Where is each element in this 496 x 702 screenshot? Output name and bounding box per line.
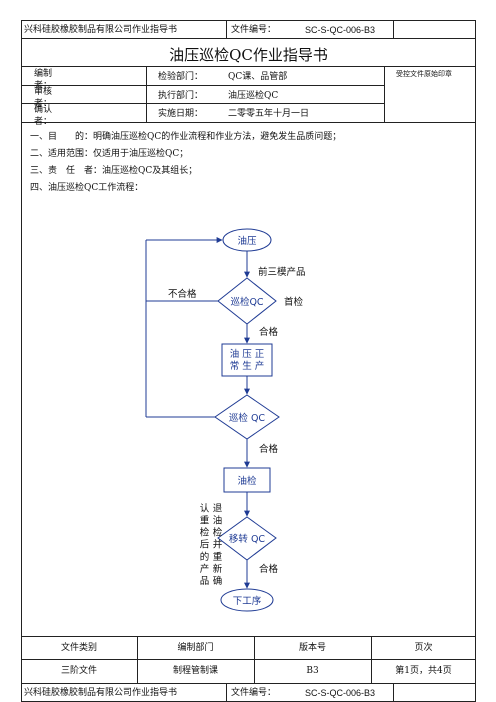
next-process-label: 下工序 bbox=[233, 595, 262, 607]
divider bbox=[21, 38, 476, 39]
footer-page-header: 页次 bbox=[414, 643, 433, 653]
header-doc-no: SC-S-QC-006-B3 bbox=[305, 25, 376, 35]
qc2-label: 巡检 QC bbox=[229, 412, 265, 424]
responsible-line: 三、责 任 者：油压巡检QC及其组长； bbox=[30, 166, 198, 176]
date-label: 实施日期： bbox=[158, 109, 204, 119]
divider bbox=[21, 103, 384, 104]
divider bbox=[21, 122, 476, 123]
pass1-label: 合格 bbox=[259, 326, 279, 338]
divider bbox=[21, 66, 476, 67]
divider bbox=[21, 659, 476, 660]
normal-production-line2: 常 生 产 bbox=[230, 360, 265, 372]
divider bbox=[21, 636, 476, 637]
first-check-label: 首检 bbox=[284, 296, 304, 308]
qc1-label: 巡检QC bbox=[230, 296, 263, 308]
transfer-qc-label: 移转 QC bbox=[229, 533, 265, 545]
recheck-note-col1: 认重检后的产品 bbox=[198, 502, 210, 587]
exec-dept-value: 油压巡检QC bbox=[228, 91, 279, 101]
stamp-label: 受控文件原始印章 bbox=[396, 70, 452, 78]
footer-dept-value: 制程管制课 bbox=[172, 666, 218, 676]
footer-type-header: 文件类别 bbox=[60, 643, 97, 653]
pass2-label: 合格 bbox=[259, 443, 279, 455]
pass3-label: 合格 bbox=[259, 563, 279, 575]
footer-type-value: 三阶文件 bbox=[60, 666, 97, 676]
flow-heading: 四、油压巡检QC工作流程： bbox=[30, 183, 144, 193]
approver-label: 确认者： bbox=[34, 105, 53, 127]
divider bbox=[21, 85, 384, 86]
footer-version-header: 版本号 bbox=[298, 643, 326, 653]
header-company: 兴科硅胶橡胶制品有限公司作业指导书 bbox=[24, 25, 178, 35]
normal-production-line1: 油 压 正 bbox=[230, 348, 265, 360]
bottom-company: 兴科硅胶橡胶制品有限公司作业指导书 bbox=[24, 688, 178, 698]
inspect-dept-label: 检验部门： bbox=[158, 72, 204, 82]
divider bbox=[393, 20, 394, 38]
inspect-label: 油检 bbox=[237, 475, 257, 487]
divider bbox=[371, 636, 372, 683]
bottom-doc-no-label: 文件编号： bbox=[231, 688, 277, 698]
page-title: 油压巡检QC作业指导书 bbox=[169, 46, 328, 64]
divider bbox=[146, 66, 147, 122]
divider bbox=[254, 636, 255, 683]
inspect-dept-value: QC课、品管部 bbox=[228, 72, 288, 82]
divider bbox=[384, 66, 385, 122]
footer-version-value: B3 bbox=[306, 666, 319, 676]
divider bbox=[226, 683, 227, 702]
recheck-note-col2: 退油检并重新确 bbox=[211, 503, 223, 588]
start-label: 油压 bbox=[237, 235, 257, 247]
bottom-doc-no: SC-S-QC-006-B3 bbox=[305, 688, 376, 698]
exec-dept-label: 执行部门： bbox=[158, 91, 204, 101]
author-label: 编制者： bbox=[34, 69, 53, 91]
purpose-line: 一、目 的：明确油压巡检QC的作业流程和作业方法，避免发生品质问题； bbox=[30, 132, 342, 142]
footer-page-value: 第1页，共4页 bbox=[395, 666, 452, 676]
divider bbox=[393, 683, 394, 702]
divider bbox=[137, 636, 138, 683]
reviewer-label: 审核者： bbox=[34, 87, 53, 109]
divider bbox=[226, 20, 227, 38]
reject-label: 不合格 bbox=[168, 288, 197, 300]
date-value: 二零零五年十月一日 bbox=[228, 109, 310, 119]
scope-line: 二、适用范围：仅适用于油压巡检QC； bbox=[30, 149, 189, 159]
footer-dept-header: 编制部门 bbox=[177, 643, 214, 653]
next-process-node bbox=[220, 588, 274, 612]
divider bbox=[21, 683, 476, 684]
first-three-label: 前三模产品 bbox=[258, 266, 306, 278]
header-doc-no-label: 文件编号： bbox=[231, 25, 277, 35]
